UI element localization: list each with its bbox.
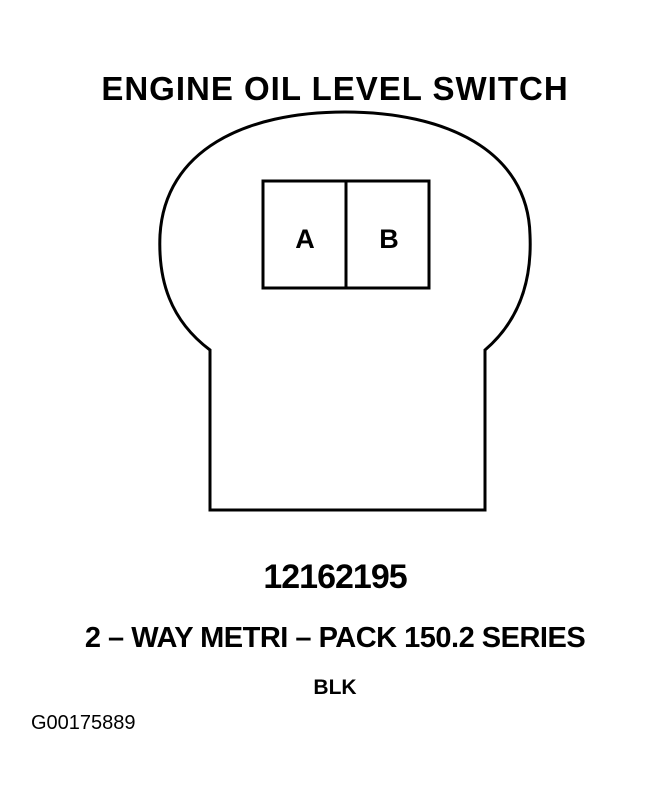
- connector-outline: [158, 110, 532, 512]
- part-number: 12162195: [263, 558, 407, 596]
- pin-label-a: A: [295, 224, 315, 254]
- connector-series: 2 – WAY METRI – PACK 150.2 SERIES: [84, 622, 586, 654]
- figure-id: G00175889: [31, 712, 136, 734]
- pin-cavity-b: [344, 179, 431, 290]
- diagram-title: ENGINE OIL LEVEL SWITCH: [101, 70, 569, 107]
- pin-label-b: B: [379, 224, 399, 254]
- connector-color: BLK: [313, 676, 357, 699]
